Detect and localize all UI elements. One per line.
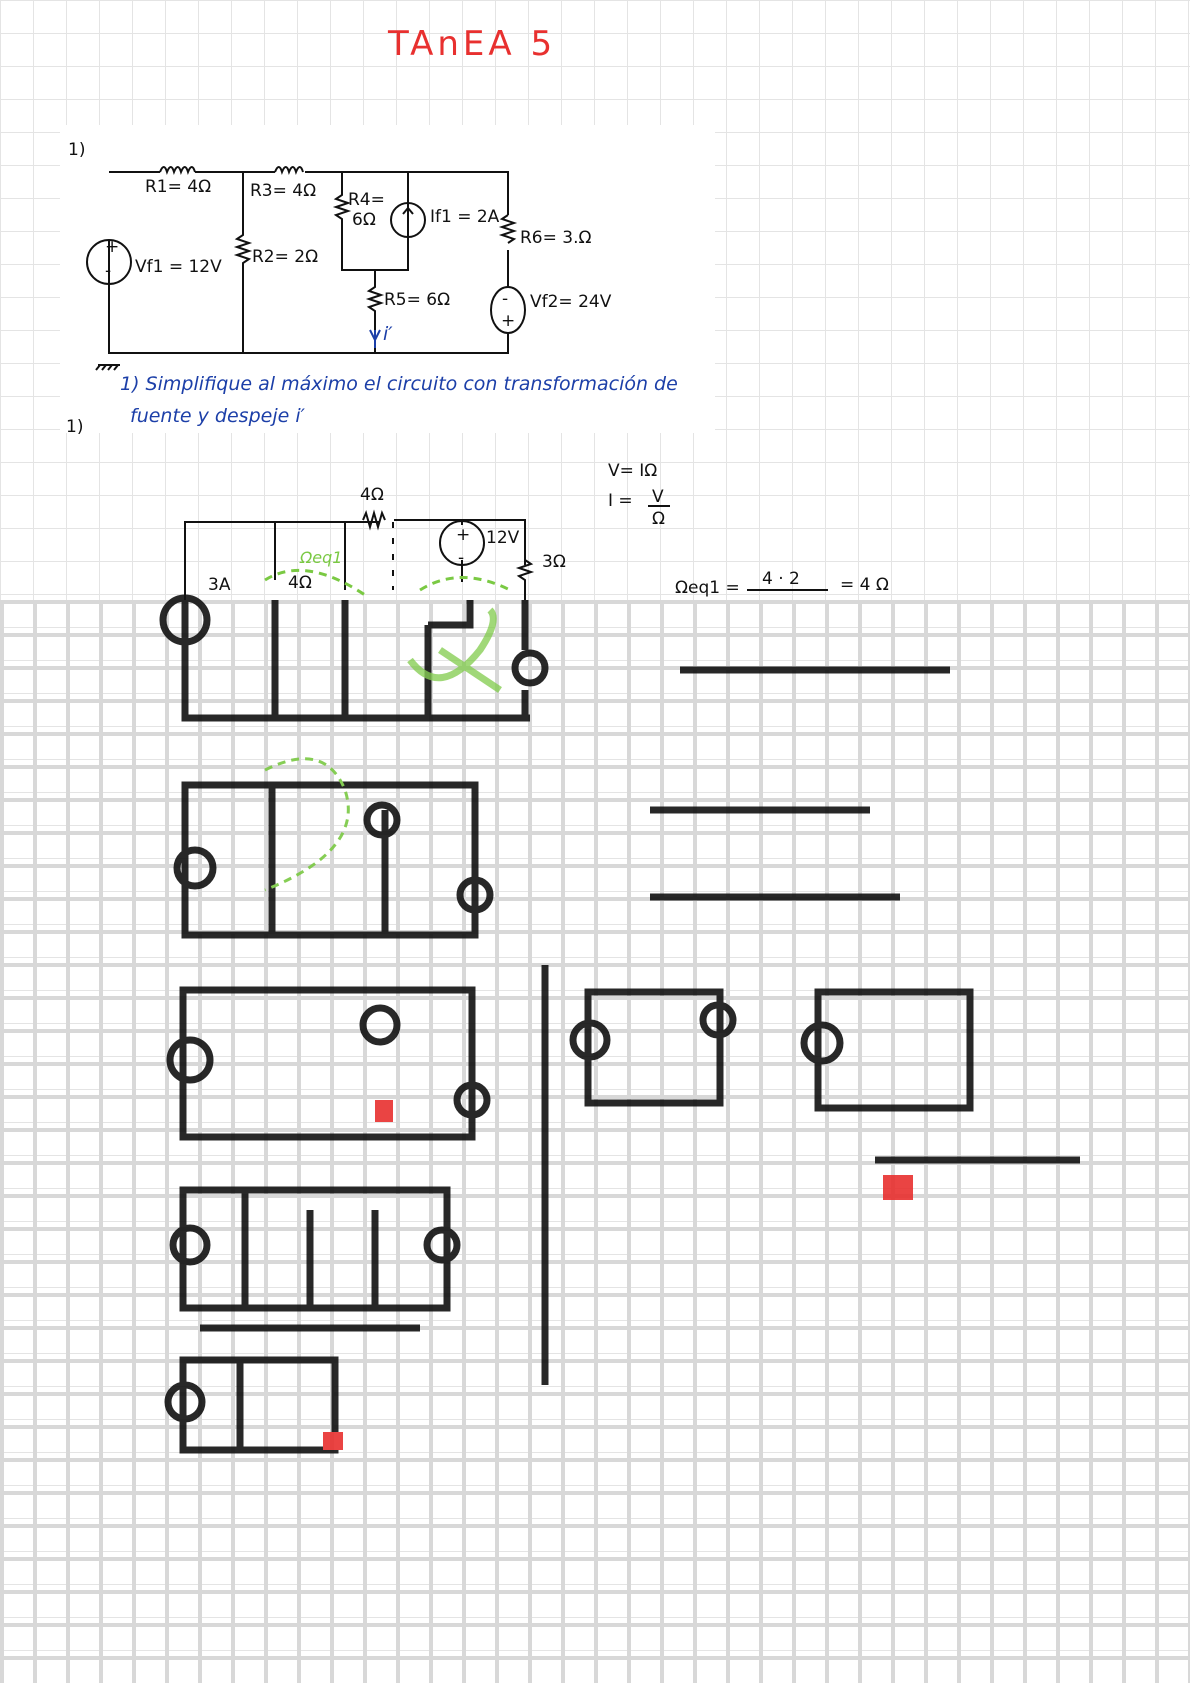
resistor-r1 [159,166,196,176]
problem-statement-sheet [60,125,715,433]
label-current-i: i′ [383,323,393,345]
current-formula-numerator: V [652,487,664,507]
page-title: TAnEA 5 [387,24,556,64]
label-r1: R1= 4Ω [145,177,211,197]
current-source-if1 [390,202,426,238]
label-current-source: 3A [208,575,231,595]
label-if1: If1 = 2A [430,207,500,227]
label-vf2: Vf2= 24V [530,292,612,312]
circuit-diagram-2: + - 4Ω 3A 4Ω Ωeq1 12V 3Ω [184,485,566,600]
pixelated-grid-region [0,600,1190,1683]
req-label: Ωeq1 = [675,578,740,598]
arrow-up-icon [402,205,414,230]
label-r5: R5= 6Ω [384,290,450,310]
label-vf1: Vf1 = 12V [135,257,222,277]
req-numerator: 4 · 2 [762,569,800,589]
label-r4: R4= [348,190,385,210]
vf2-plus: + [501,311,515,331]
vf2-minus: - [502,289,508,309]
instruction-line-1: 1) Simplifique al máximo el circuito con… [120,373,678,395]
pixelated-work-sketches [159,594,1080,1454]
label-r-left: 4Ω [288,573,312,593]
label-r2: R2= 2Ω [252,247,318,267]
instruction-line-2: fuente y despeje i′ [130,405,306,427]
circuit-diagram-1: + - - + R1= 4Ω R3= 4Ω R4= 6Ω R2= 2Ω R5= … [86,166,612,371]
v-source-plus: + [456,525,470,545]
resistor-3-ohm [515,559,535,600]
resistor-r3 [274,166,304,176]
label-12v: 12V [486,528,520,548]
voltage-source-12v [439,520,485,566]
current-arrow-icon [369,329,381,348]
label-r6: R6= 3.Ω [520,228,592,248]
label-r4-value: 6Ω [352,210,376,230]
label-r3: R3= 4Ω [250,181,316,201]
current-formula-denominator: Ω [652,509,665,529]
problem-number: 1) [68,140,85,160]
req-result: = 4 Ω [840,575,889,595]
current-formula: I = [608,491,633,511]
v-source-minus: - [458,548,464,568]
ohm-law-formula: V= IΩ [608,461,657,481]
resistor-r4 [332,172,409,271]
resistor-4-ohm-top [362,509,386,531]
resistor-r5 [365,270,385,353]
resistor-r6 [498,214,518,244]
label-r-top: 4Ω [360,485,384,505]
vf1-minus: - [105,261,111,281]
voltage-source-vf1 [86,239,132,285]
label-r-right: 3Ω [542,552,566,572]
voltage-source-vf2 [490,286,526,334]
label-req: Ωeq1 [299,548,342,567]
resistor-r2 [233,172,253,353]
vf1-plus: + [105,237,119,257]
problem-number-2: 1) [66,417,83,437]
ground-icon [95,364,120,371]
